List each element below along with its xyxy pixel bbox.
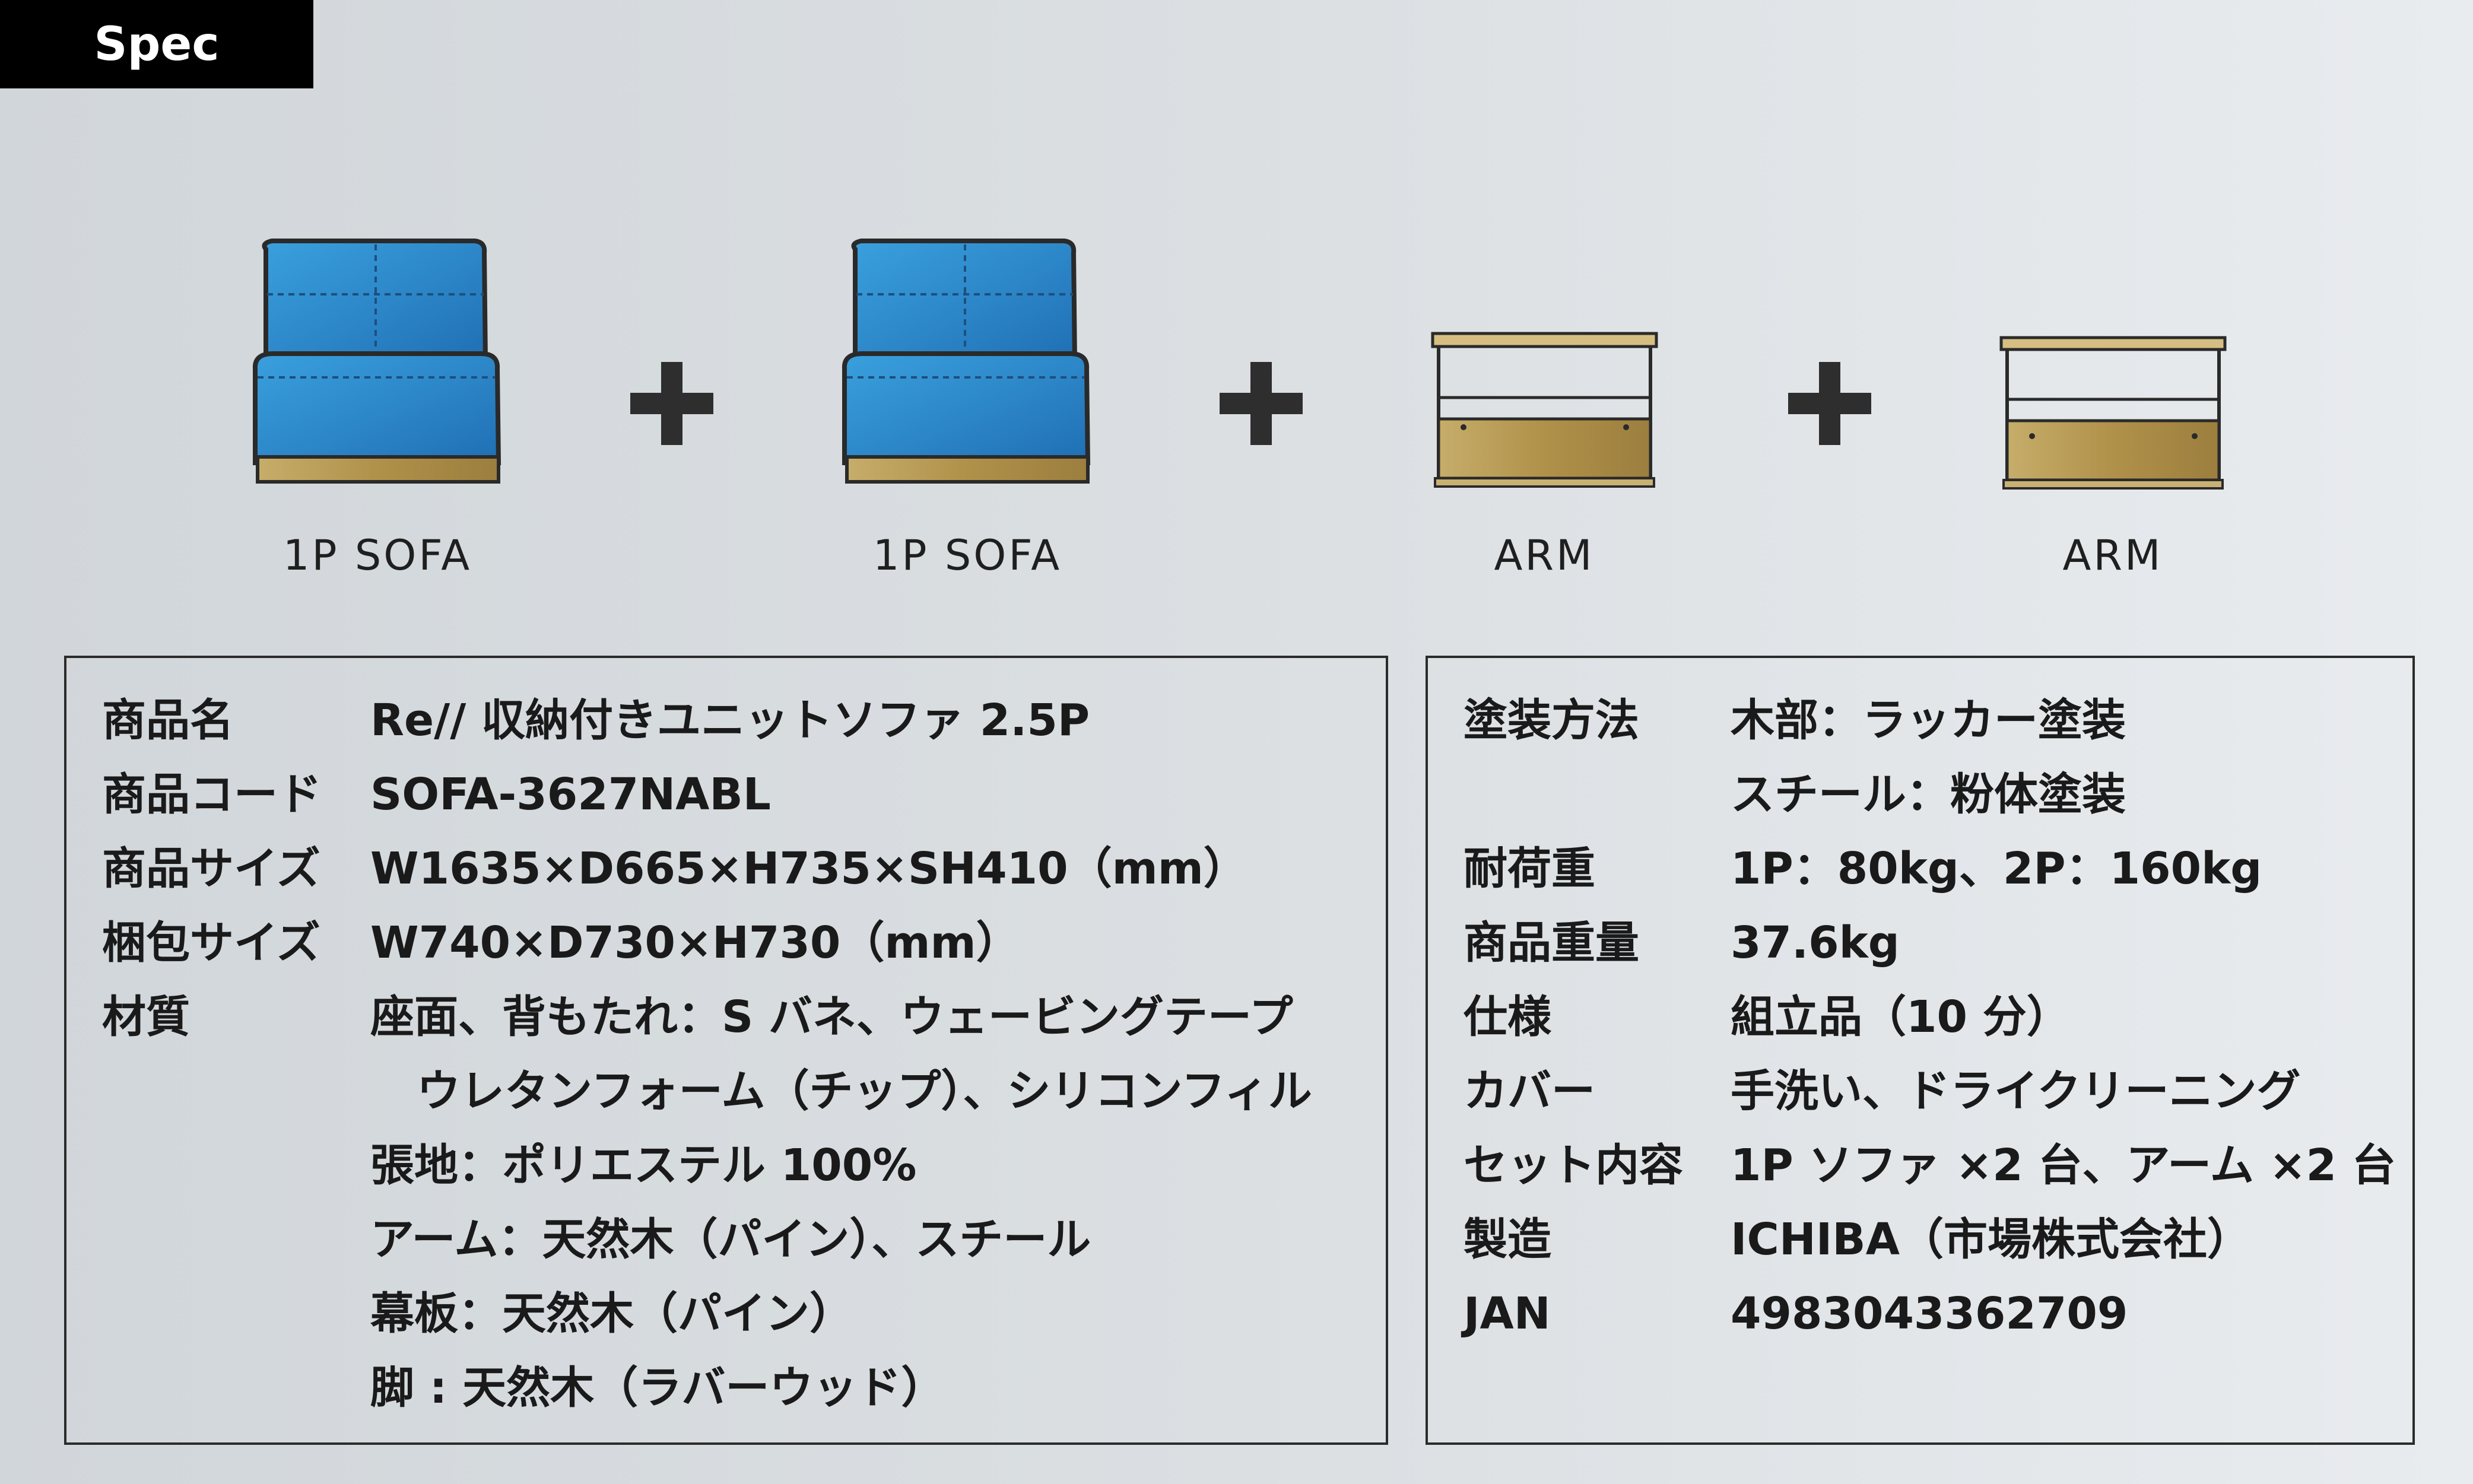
spec-label: セット内容 — [1464, 1140, 1683, 1191]
spec-value: 1P：80kg、2P：160kg — [1731, 843, 2262, 894]
sofa-icon — [252, 239, 501, 484]
spec-value: 手洗い、ドライクリーニング — [1731, 1066, 2301, 1117]
spec-value: 幕板：天然木（パイン） — [370, 1288, 853, 1339]
spec-value: 組立品（10 分） — [1731, 992, 2071, 1043]
spec-label: 梱包サイズ — [102, 917, 320, 968]
sofa-icon — [842, 239, 1091, 484]
spec-value: SOFA-3627NABL — [370, 769, 771, 820]
arm-shelf-icon — [1999, 336, 2227, 490]
spec-tab: Spec — [0, 0, 313, 88]
product-label-2: 1P SOFA — [872, 531, 1062, 580]
spec-value: アーム：天然木（パイン）、スチール — [370, 1214, 1091, 1265]
spec-value: 37.6kg — [1731, 917, 1900, 968]
spec-label: 材質 — [102, 992, 190, 1043]
spec-value: W1635×D665×H735×SH410（mm） — [370, 843, 1247, 894]
spec-label: カバー — [1464, 1066, 1595, 1117]
spec-label: 商品名 — [102, 695, 234, 746]
spec-value: ウレタンフォーム（チップ）、シリコンフィル — [417, 1066, 1312, 1117]
spec-label: 塗装方法 — [1464, 695, 1639, 746]
spec-label: 製造 — [1464, 1214, 1551, 1265]
spec-value: 1P ソファ ×2 台、アーム ×2 台 — [1731, 1140, 2396, 1191]
product-arm-1 — [1430, 331, 1659, 491]
spec-value: スチール：粉体塗装 — [1731, 769, 2126, 820]
spec-value: 座面、背もたれ：S バネ、ウェービングテープ — [370, 992, 1293, 1043]
spec-value: 脚 : 天然木（ラバーウッド） — [370, 1362, 945, 1413]
product-sofa-2 — [839, 237, 1094, 487]
spec-label: JAN — [1464, 1288, 1551, 1339]
spec-label: 商品サイズ — [102, 843, 320, 894]
plus-icon — [1220, 362, 1303, 447]
spec-value: 4983043362709 — [1731, 1288, 2128, 1339]
spec-label: 商品コード — [102, 769, 322, 820]
plus-icon — [630, 362, 713, 447]
spec-value: Re// 収納付きユニットソファ 2.5P — [370, 695, 1090, 746]
spec-label: 耐荷重 — [1464, 843, 1595, 894]
product-sofa-1 — [249, 237, 504, 487]
spec-label: 商品重量 — [1464, 917, 1639, 968]
spec-panel-left: 商品名 Re// 収納付きユニットソファ 2.5P 商品コード SOFA-3627N… — [64, 656, 1388, 1445]
product-arm-2 — [1999, 335, 2227, 492]
spec-panel-right: 塗装方法 木部：ラッカー塗装 スチール：粉体塗装 耐荷重 1P：80kg、2P：16… — [1426, 656, 2415, 1445]
spec-value: 張地：ポリエステル 100% — [370, 1140, 917, 1191]
product-label-1: 1P SOFA — [282, 531, 472, 580]
spec-value: W740×D730×H730（mm） — [370, 917, 1020, 968]
spec-value: ICHIBA（市場株式会社） — [1731, 1214, 2251, 1265]
plus-icon — [1788, 362, 1871, 447]
spec-value: 木部：ラッカー塗装 — [1731, 695, 2126, 746]
arm-shelf-icon — [1431, 332, 1658, 488]
product-label-4: ARM — [2062, 531, 2163, 580]
product-label-3: ARM — [1494, 531, 1595, 580]
spec-label: 仕様 — [1464, 992, 1551, 1043]
